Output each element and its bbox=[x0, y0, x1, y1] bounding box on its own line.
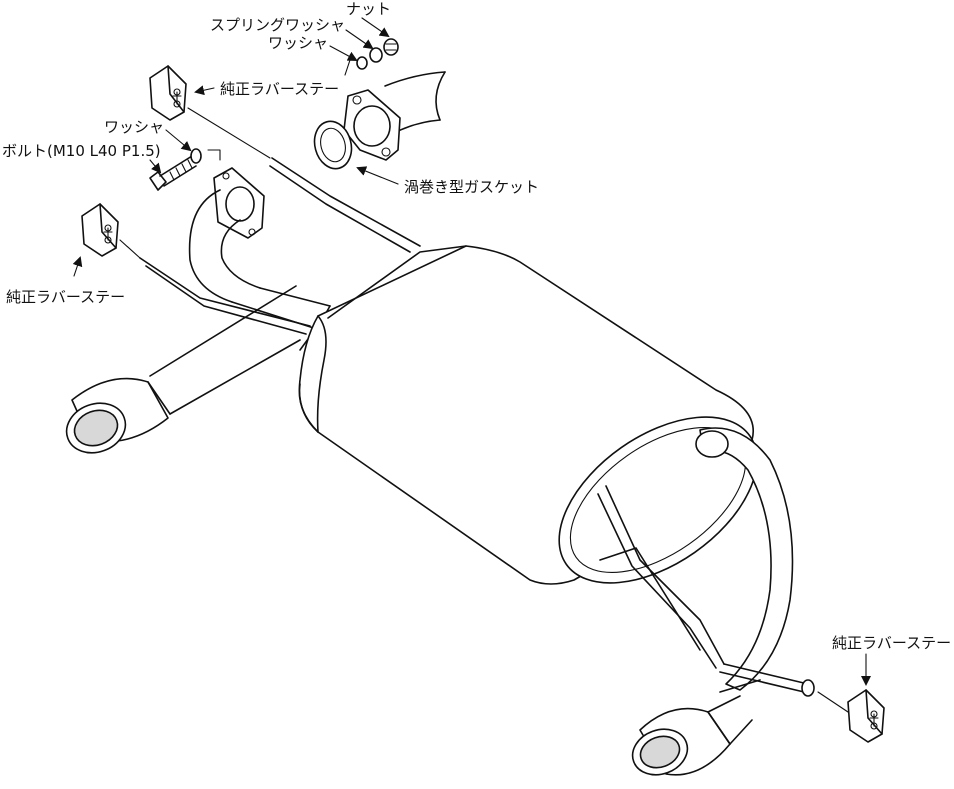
spiral-gasket bbox=[313, 120, 353, 170]
rubber-stay-left bbox=[81, 203, 141, 259]
flange-washer-left bbox=[190, 148, 202, 164]
label-rubber-stay-right: 純正ラバーステー bbox=[832, 634, 951, 652]
label-washer-top: ワッシャ bbox=[268, 34, 328, 52]
outlet-bracket bbox=[597, 485, 815, 697]
rubber-stay-right bbox=[817, 689, 885, 743]
tail-pipe-right bbox=[631, 695, 753, 776]
label-washer-left: ワッシャ bbox=[104, 118, 164, 136]
label-rubber-stay-top: 純正ラバーステー bbox=[220, 80, 339, 98]
outlet-pipe bbox=[695, 427, 794, 693]
muffler-body bbox=[298, 245, 758, 585]
rubber-stay-top bbox=[149, 65, 187, 121]
label-gasket: 渦巻き型ガスケット bbox=[404, 178, 539, 196]
flange-bolt bbox=[149, 155, 197, 191]
label-rubber-stay-left: 純正ラバーステー bbox=[6, 288, 125, 306]
label-bolt: ボルト(M10 L40 P1.5) bbox=[2, 142, 161, 160]
pipe-flange bbox=[343, 89, 401, 161]
assembly-axis-line bbox=[187, 107, 271, 159]
inlet-flange bbox=[213, 167, 265, 239]
nut-washer-stack bbox=[356, 38, 399, 70]
label-nut: ナット bbox=[346, 0, 391, 18]
leader-arrows bbox=[72, 17, 871, 686]
label-spring-washer: スプリングワッシャ bbox=[210, 16, 345, 34]
tail-pipe-left bbox=[65, 285, 301, 454]
